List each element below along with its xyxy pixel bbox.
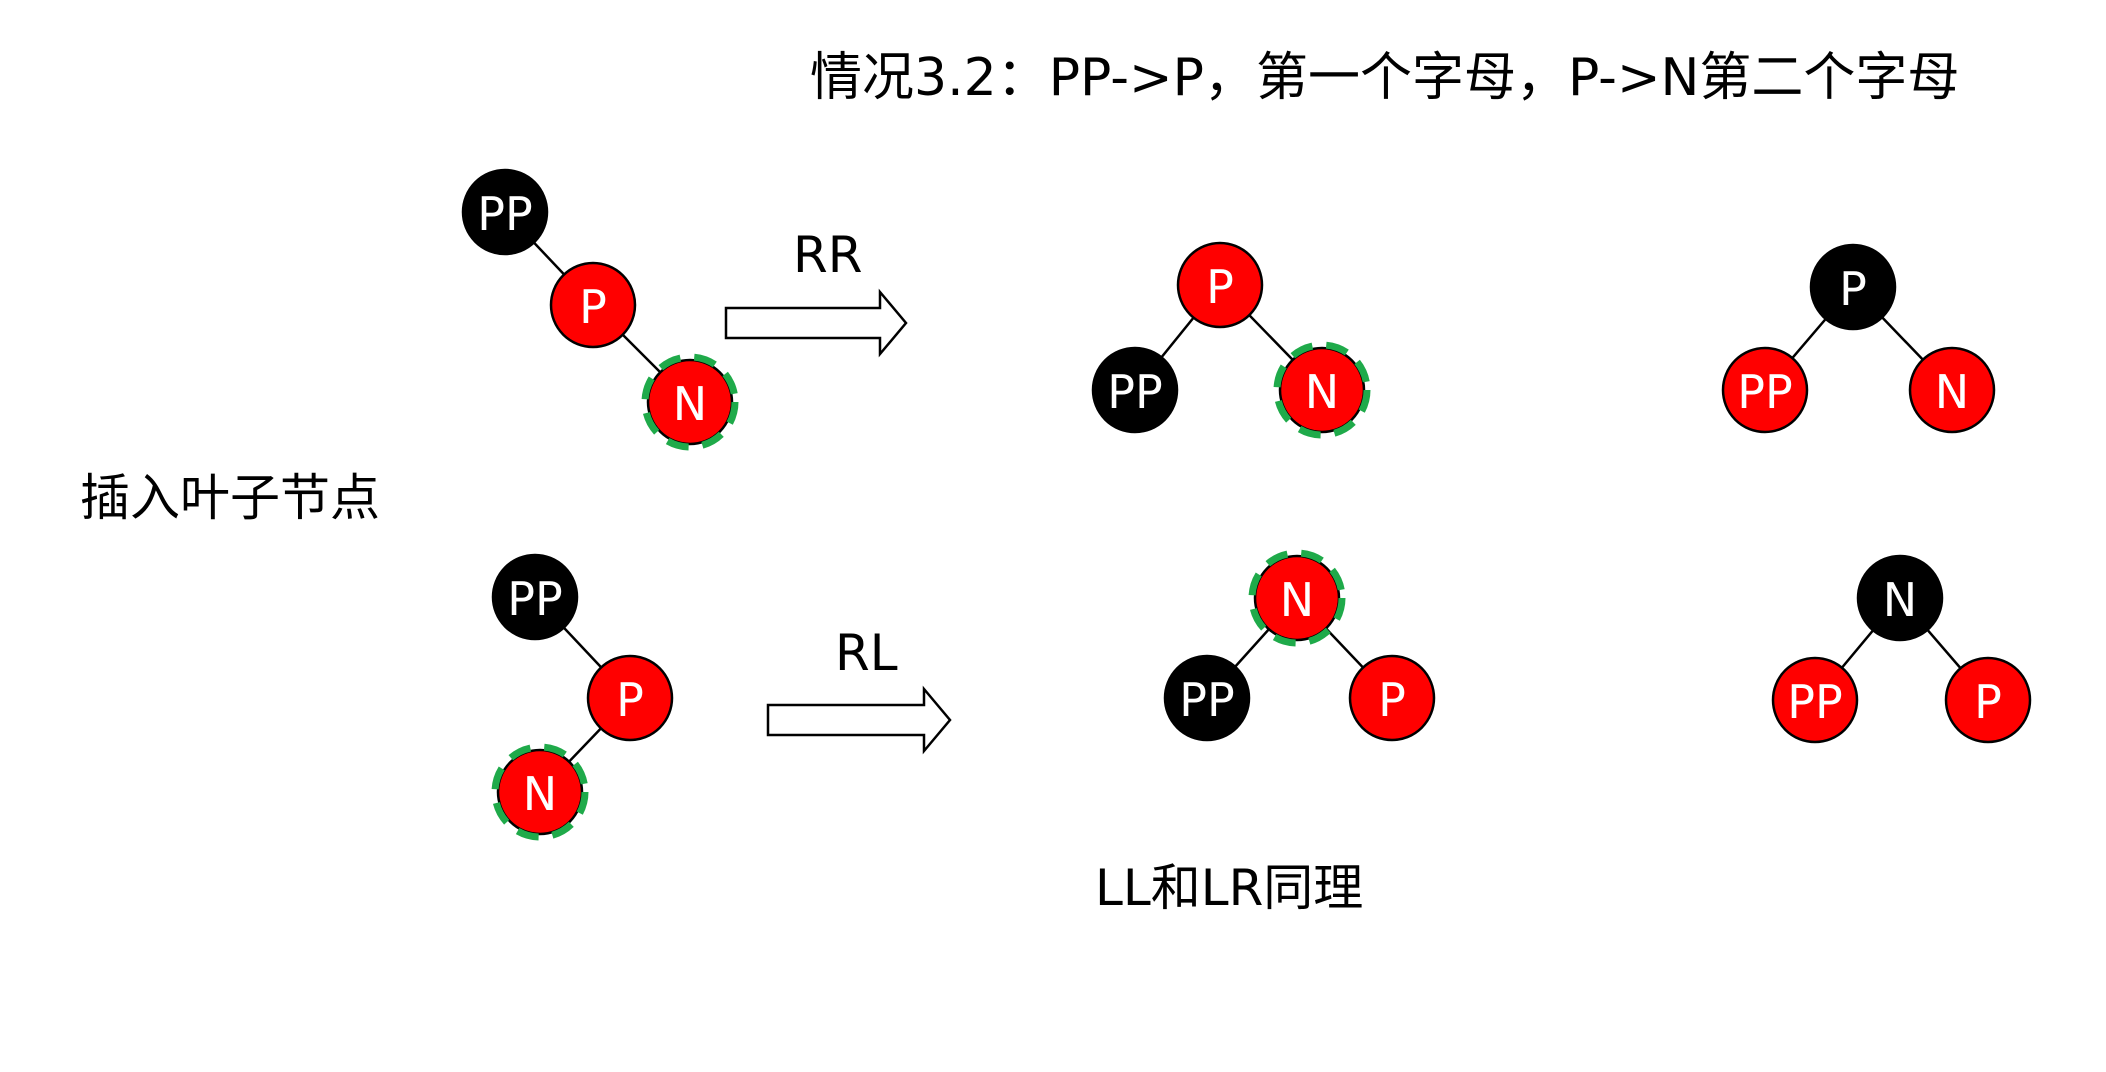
tree-node-label: P xyxy=(1378,673,1406,727)
tree-node-p xyxy=(1944,656,2032,744)
tree-node-label: PP xyxy=(1737,365,1792,419)
tree-node-label: N xyxy=(523,767,557,821)
arrow-right-icon xyxy=(766,685,952,755)
tree-node-p xyxy=(1809,243,1897,331)
tree-node-pp xyxy=(461,168,549,256)
inserted-node-marker xyxy=(641,353,739,451)
tree-node-pp xyxy=(491,553,579,641)
tree-node-label: P xyxy=(1839,262,1867,316)
inserted-node-marker xyxy=(1273,341,1371,439)
rotation-label-rl: RL xyxy=(835,624,898,682)
tree-node-label: P xyxy=(1206,260,1234,314)
diagram-title: 情况3.2：PP->P，第一个字母，P->N第二个字母 xyxy=(810,48,1959,108)
tree-node-label: N xyxy=(673,377,707,431)
tree-node-n xyxy=(1908,346,1996,434)
tree-node-label: PP xyxy=(477,187,532,241)
rotation-label-rr: RR xyxy=(793,226,862,284)
tree-node-label: PP xyxy=(507,572,562,626)
tree-node-pp xyxy=(1091,346,1179,434)
arrow-right-icon xyxy=(724,288,908,358)
tree-node-n xyxy=(1856,554,1944,642)
tree-node-pp xyxy=(1771,656,1859,744)
tree-node-pp xyxy=(1721,346,1809,434)
tree-node-label: N xyxy=(1280,573,1314,627)
tree-node-p xyxy=(1176,241,1264,329)
tree-node-label: N xyxy=(1305,365,1339,419)
tree-node-label: P xyxy=(579,280,607,334)
tree-node-label: PP xyxy=(1107,365,1162,419)
tree-node-label: PP xyxy=(1787,675,1842,729)
tree-node-label: P xyxy=(1974,675,2002,729)
tree-node-p xyxy=(586,654,674,742)
tree-node-label: N xyxy=(1883,573,1917,627)
footer-note: LL和LR同理 xyxy=(1095,859,1363,917)
tree-node-pp xyxy=(1163,654,1251,742)
tree-node-p xyxy=(549,261,637,349)
inserted-node-marker xyxy=(1248,549,1346,647)
tree-node-p xyxy=(1348,654,1436,742)
inserted-node-marker xyxy=(491,743,589,841)
side-label: 插入叶子节点 xyxy=(80,469,380,527)
tree-node-label: P xyxy=(616,673,644,727)
tree-node-label: PP xyxy=(1179,673,1234,727)
tree-node-label: N xyxy=(1935,365,1969,419)
